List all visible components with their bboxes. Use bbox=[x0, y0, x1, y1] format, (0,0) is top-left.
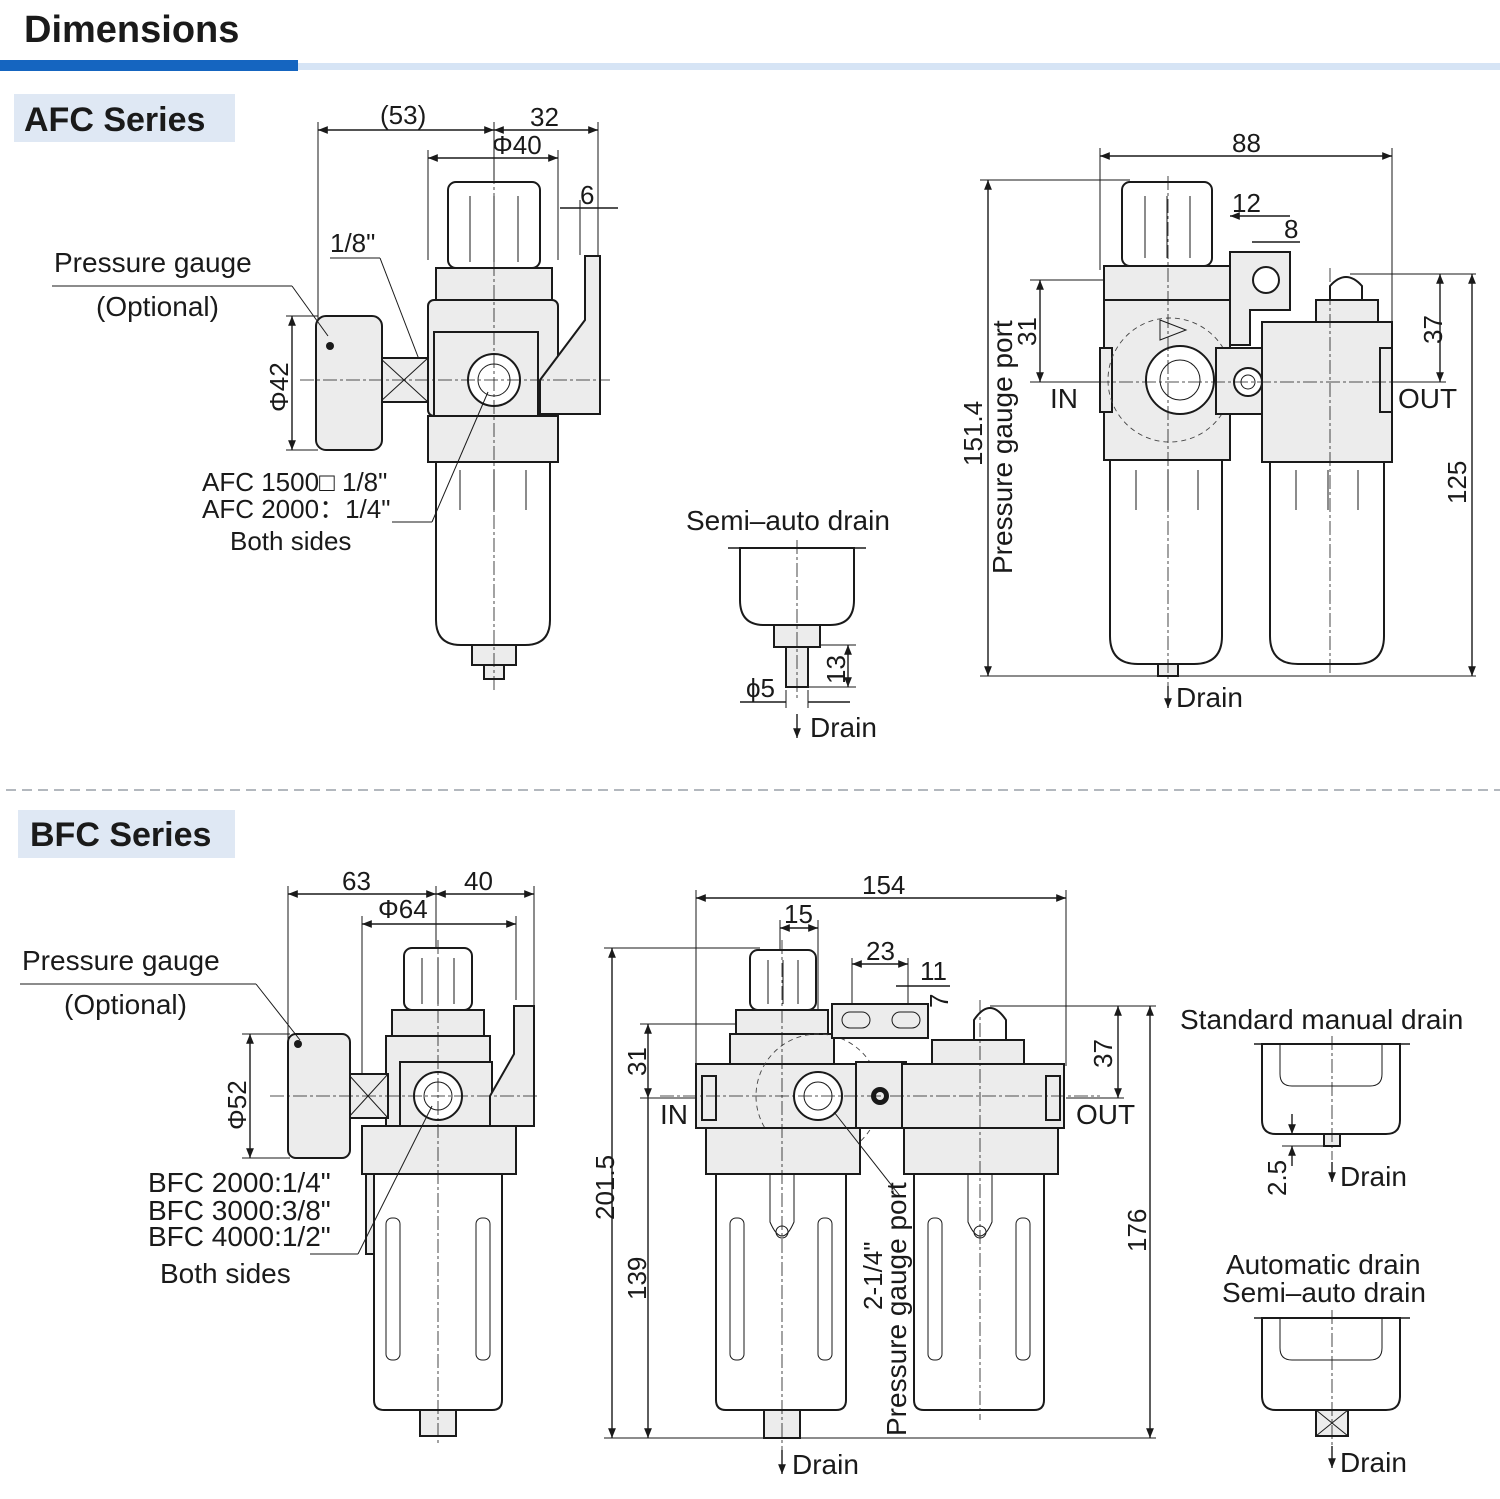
bfc-in-label: IN bbox=[660, 1099, 688, 1130]
bfc-dim-40: 40 bbox=[464, 866, 493, 896]
bfc-filter-regulator-drawing: 63 40 Φ64 Φ52 Pressure gauge bbox=[20, 866, 540, 1446]
afc-dim-12: 12 bbox=[1232, 188, 1261, 218]
afc-dim-151-4: 151.4 bbox=[958, 401, 988, 466]
bfc-dim-63: 63 bbox=[342, 866, 371, 896]
bfc-dim-phi64: Φ64 bbox=[378, 894, 428, 924]
bfc-standard-manual-drain-drawing: Standard manual drain 2.5 Drain bbox=[1180, 1004, 1463, 1196]
afc-dim-53: (53) bbox=[380, 100, 426, 130]
afc-semi-auto-dim-13: 13 bbox=[821, 655, 851, 684]
afc-dim-port-18: 1/8" bbox=[330, 228, 375, 258]
bfc-port-both-sides: Both sides bbox=[160, 1258, 291, 1289]
afc-out-label: OUT bbox=[1398, 383, 1457, 414]
bfc-out-label: OUT bbox=[1076, 1099, 1135, 1130]
bfc-dim-37: 37 bbox=[1088, 1039, 1118, 1068]
afc-dim-125: 125 bbox=[1442, 461, 1472, 504]
header-rule bbox=[298, 63, 1500, 70]
bfc-combination-drawing: 154 15 23 11 7 201.5 31 139 IN 37 176 OU… bbox=[590, 870, 1156, 1480]
afc-in-label: IN bbox=[1050, 383, 1078, 414]
bfc-port-size-3000: BFC 3000:3/8" bbox=[148, 1195, 331, 1226]
afc-series-tag bbox=[14, 94, 235, 142]
bfc-series-title: BFC Series bbox=[30, 816, 211, 854]
afc-dim-phi42: Φ42 bbox=[264, 362, 294, 412]
bfc-std-drain-title: Standard manual drain bbox=[1180, 1004, 1463, 1035]
header-accent-bar bbox=[0, 60, 298, 71]
afc-series-title: AFC Series bbox=[24, 101, 205, 139]
bfc-dim-201-5: 201.5 bbox=[590, 1155, 620, 1220]
afc-semi-auto-drain-label: Drain bbox=[810, 712, 877, 743]
afc-combination-drawing: 88 12 8 151.4 31 Pressure gauge port 37 … bbox=[958, 128, 1476, 713]
bfc-port-size-2000: BFC 2000:1/4" bbox=[148, 1167, 331, 1198]
bfc-auto-drain-title: Automatic drain bbox=[1226, 1249, 1421, 1280]
bfc-semi-auto-drain-title: Semi–auto drain bbox=[1222, 1277, 1426, 1308]
afc-pressure-gauge-port-label: Pressure gauge port bbox=[987, 320, 1018, 574]
bfc-dim-176: 176 bbox=[1122, 1209, 1152, 1252]
bfc-optional-label: (Optional) bbox=[64, 989, 187, 1020]
bfc-automatic-drain-drawing: Automatic drain Semi–auto drain Drain bbox=[1222, 1249, 1426, 1478]
afc-semi-auto-title: Semi–auto drain bbox=[686, 505, 890, 536]
bfc-std-drain-dim-2-5: 2.5 bbox=[1262, 1160, 1292, 1196]
afc-dim-31: 31 bbox=[1012, 317, 1042, 346]
afc-optional-label: (Optional) bbox=[96, 291, 219, 322]
afc-dim-32: 32 bbox=[530, 102, 559, 132]
afc-port-size-1500: AFC 1500□ 1/8" bbox=[202, 467, 387, 497]
bfc-dim-154: 154 bbox=[862, 870, 905, 900]
bfc-series-tag bbox=[18, 810, 235, 858]
afc-drain-label: Drain bbox=[1176, 682, 1243, 713]
afc-dim-phi40: Φ40 bbox=[492, 130, 542, 160]
bfc-pressure-gauge-label: Pressure gauge bbox=[22, 945, 220, 976]
bfc-gauge-port-size: 2-1/4" bbox=[858, 1242, 888, 1311]
bfc-dim-139: 139 bbox=[622, 1257, 652, 1300]
bfc-dim-11: 11 bbox=[920, 956, 947, 986]
afc-semi-auto-dim-phi5: ϕ5 bbox=[746, 673, 775, 703]
bfc-dim-7: 7 bbox=[924, 994, 954, 1008]
bfc-port-size-4000: BFC 4000:1/2" bbox=[148, 1221, 331, 1252]
bfc-std-drain-label: Drain bbox=[1340, 1161, 1407, 1192]
bfc-dim-31: 31 bbox=[622, 1047, 652, 1076]
afc-dim-88: 88 bbox=[1232, 128, 1261, 158]
bfc-dim-15: 15 bbox=[784, 899, 813, 929]
afc-port-both-sides: Both sides bbox=[230, 526, 351, 556]
page-title: Dimensions bbox=[24, 9, 239, 51]
afc-pressure-gauge-label: Pressure gauge bbox=[54, 247, 252, 278]
bfc-auto-drain-label: Drain bbox=[1340, 1447, 1407, 1478]
afc-dim-8: 8 bbox=[1284, 214, 1298, 244]
afc-dim-37: 37 bbox=[1418, 315, 1448, 344]
bfc-drain-label: Drain bbox=[792, 1449, 859, 1480]
bfc-dim-phi52: Φ52 bbox=[222, 1080, 252, 1130]
afc-semi-auto-drain-drawing: Semi–auto drain 13 ϕ5 Drain bbox=[686, 505, 890, 743]
bfc-pressure-gauge-port-label: Pressure gauge port bbox=[881, 1182, 912, 1436]
afc-dim-6: 6 bbox=[580, 180, 594, 210]
afc-filter-regulator-drawing: (53) 32 Φ40 6 1/8" bbox=[52, 100, 618, 690]
afc-port-size-2000: AFC 2000：1/4" bbox=[202, 494, 390, 524]
bfc-dim-23: 23 bbox=[866, 936, 895, 966]
